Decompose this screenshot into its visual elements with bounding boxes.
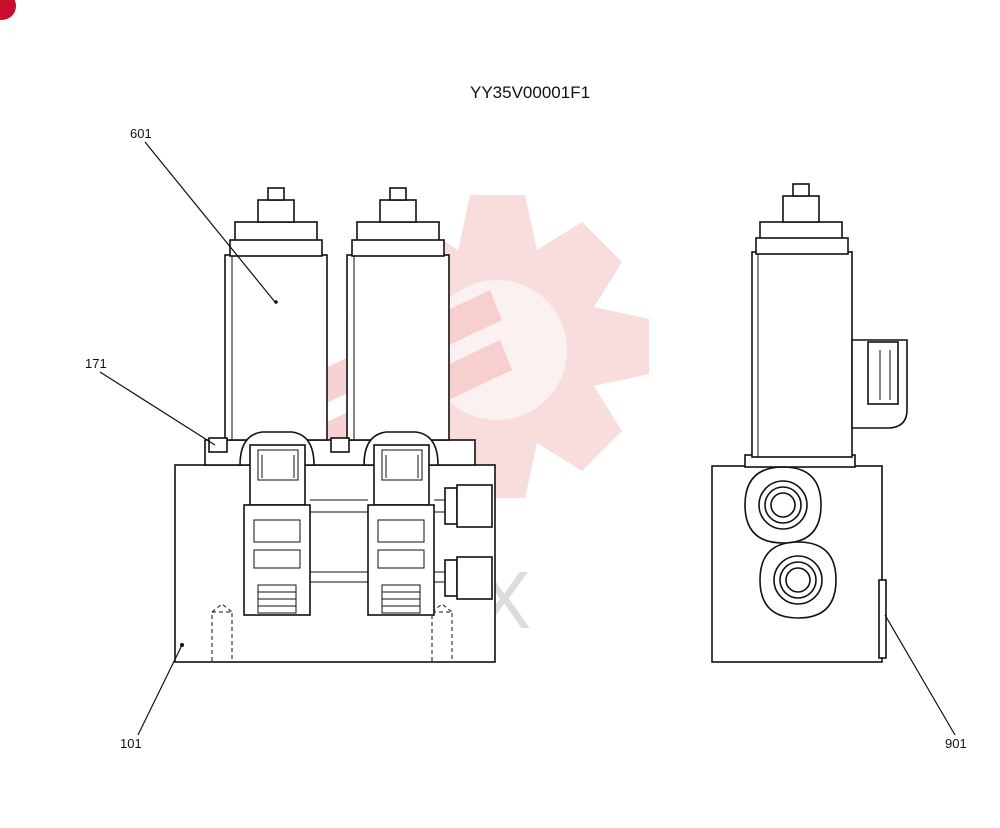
svg-text:101: 101	[120, 736, 142, 751]
name-plate	[878, 579, 887, 659]
valve-body	[174, 464, 496, 663]
callout-601: 601	[130, 126, 276, 303]
callout-171: 171	[85, 356, 216, 446]
drawing-code: YY35V00001F1	[470, 83, 590, 102]
svg-text:601: 601	[130, 126, 152, 141]
callout-101: 101	[120, 644, 183, 751]
port-lower-side	[759, 541, 837, 619]
front-view	[174, 187, 496, 663]
port-upper-side	[744, 466, 822, 544]
spool-cartridge-right	[363, 431, 439, 616]
solenoid-coil-side	[751, 251, 853, 458]
port-fitting-lower	[444, 556, 493, 600]
corner-badge-icon	[0, 0, 16, 20]
side-body	[711, 465, 883, 663]
screw-center	[330, 437, 350, 453]
solenoid-coil-left	[224, 187, 328, 441]
side-view	[711, 183, 908, 663]
screw-left	[208, 437, 228, 453]
svg-text:901: 901	[945, 736, 967, 751]
electrical-connector	[851, 339, 908, 429]
svg-text:171: 171	[85, 356, 107, 371]
callout-901: 901	[884, 614, 967, 751]
solenoid-coil-right	[346, 187, 450, 441]
spool-cartridge-left	[239, 431, 315, 616]
port-fitting-upper	[444, 484, 493, 528]
